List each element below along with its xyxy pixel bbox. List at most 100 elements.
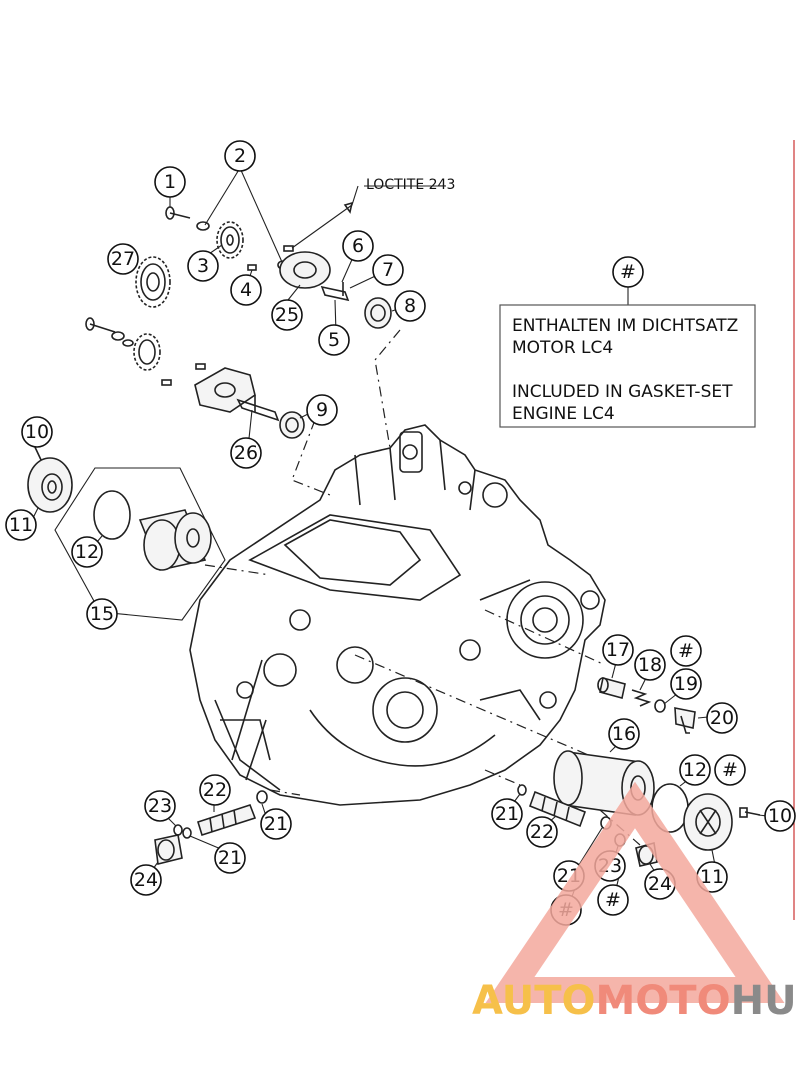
callout-c27: 27 [107, 243, 139, 275]
screw-plug-20 [674, 707, 696, 734]
callout-c5: 5 [318, 324, 350, 356]
callout-layer: 1234567891010111112121516171819202121212… [5, 140, 796, 926]
callout-c21b: 21 [214, 842, 246, 874]
pump-cover-25 [279, 251, 331, 289]
engine-crankcase [189, 424, 606, 806]
svg-text:24: 24 [134, 869, 158, 891]
watermark-triangle [485, 781, 785, 1003]
callout-c24b: 24 [644, 868, 676, 900]
svg-text:1: 1 [164, 171, 176, 193]
svg-text:11: 11 [700, 866, 724, 888]
filter-cover-11-right [683, 793, 733, 851]
callout-c12b: 12 [679, 754, 711, 786]
callout-c11a: 11 [5, 509, 37, 541]
callout-c6: 6 [342, 230, 374, 262]
svg-text:10: 10 [768, 805, 792, 827]
callout-c9: 9 [306, 394, 338, 426]
gasket-set-note: ENTHALTEN IM DICHTSATZ MOTOR LC4 INCLUDE… [499, 256, 756, 428]
callout-c22b: 22 [526, 816, 558, 848]
callout-h2: # [714, 754, 746, 786]
svg-text:21: 21 [495, 803, 519, 825]
svg-text:17: 17 [606, 639, 630, 661]
callout-c10b: 10 [764, 800, 796, 832]
note-marker: # [612, 256, 644, 288]
svg-text:12: 12 [683, 759, 707, 781]
svg-text:15: 15 [90, 603, 114, 625]
callout-c15: 15 [86, 598, 118, 630]
svg-text:12: 12 [75, 541, 99, 563]
strainer-22-right [528, 790, 587, 828]
callout-c21a: 21 [260, 808, 292, 840]
svg-text:#: # [620, 261, 636, 283]
svg-text:#: # [722, 759, 738, 781]
pump-cover-lower [194, 367, 256, 413]
svg-text:2: 2 [234, 145, 246, 167]
callout-c26: 26 [230, 437, 262, 469]
svg-text:10: 10 [25, 421, 49, 443]
plug-24-left [154, 834, 183, 865]
gear-27 [135, 256, 171, 308]
svg-text:5: 5 [328, 329, 340, 351]
svg-text:27: 27 [111, 248, 135, 270]
callout-c24a: 24 [130, 864, 162, 896]
svg-text:25: 25 [275, 304, 299, 326]
filter-cartridge-16 [553, 750, 655, 816]
svg-text:11: 11 [9, 514, 33, 536]
callout-c7: 7 [372, 254, 404, 286]
pump-rotor-9 [279, 411, 305, 439]
callout-c1: 1 [154, 166, 186, 198]
svg-text:19: 19 [674, 673, 698, 695]
pump-rotor-8 [364, 297, 392, 329]
callout-c23a: 23 [144, 790, 176, 822]
svg-text:18: 18 [638, 654, 662, 676]
lower-left-strainer [154, 790, 268, 865]
callout-c2: 2 [224, 140, 256, 172]
note-box [499, 304, 756, 428]
filter-cover-11-left [27, 457, 73, 513]
svg-text:#: # [605, 889, 621, 911]
svg-text:24: 24 [648, 873, 672, 895]
callout-c4: 4 [230, 274, 262, 306]
callout-c16: 16 [608, 718, 640, 750]
svg-text:20: 20 [710, 707, 734, 729]
plunger-17 [597, 677, 626, 699]
pump-gear-small [216, 221, 244, 259]
svg-text:#: # [678, 640, 694, 662]
watermark-text: AUTOMOTOHUB [472, 978, 800, 1024]
svg-text:22: 22 [203, 779, 227, 801]
oil-filter-left-group [27, 444, 226, 621]
oil-pump-lower [85, 317, 305, 439]
callout-c8: 8 [394, 290, 426, 322]
callout-h1: # [670, 635, 702, 667]
svg-text:9: 9 [316, 399, 328, 421]
note-line-2: MOTOR LC4 [512, 338, 613, 358]
callout-c18: 18 [634, 649, 666, 681]
svg-text:23: 23 [148, 795, 172, 817]
note-line-1: ENTHALTEN IM DICHTSATZ [512, 316, 738, 336]
callout-c25: 25 [271, 299, 303, 331]
svg-text:26: 26 [234, 442, 258, 464]
svg-text:21: 21 [264, 813, 288, 835]
svg-text:3: 3 [197, 255, 209, 277]
assembly-axes [204, 329, 641, 846]
callout-c20: 20 [706, 702, 738, 734]
automotohub-watermark: AUTOMOTOHUB [472, 781, 800, 1024]
loctite-label: LOCTITE 243 [366, 177, 455, 193]
svg-text:8: 8 [404, 295, 416, 317]
callout-c12a: 12 [71, 536, 103, 568]
callout-c3: 3 [187, 250, 219, 282]
pump-gear-lower [133, 333, 161, 371]
callout-c21c: 21 [491, 798, 523, 830]
callout-h4: # [597, 884, 629, 916]
svg-text:7: 7 [382, 259, 394, 281]
callout-c22a: 22 [199, 774, 231, 806]
oil-pump-upper [135, 201, 392, 329]
svg-text:16: 16 [612, 723, 636, 745]
strainer-22-left [197, 804, 257, 837]
svg-text:22: 22 [530, 821, 554, 843]
oil-filter-right-group [553, 677, 761, 851]
callout-c17: 17 [602, 634, 634, 666]
callout-c10a: 10 [21, 416, 53, 448]
oil-filter-cartridge-15 [138, 509, 212, 571]
